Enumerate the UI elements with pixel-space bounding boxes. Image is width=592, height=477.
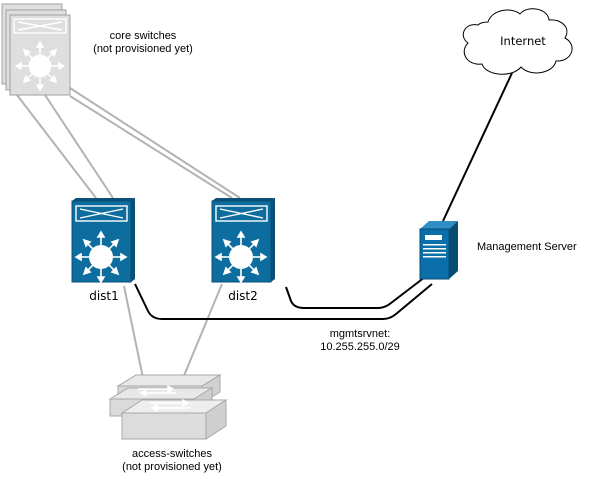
- internet-label: Internet: [500, 34, 546, 48]
- access-switches-label: access-switches (not provisioned yet): [112, 448, 232, 474]
- mgmt-network-label: mgmtsrvnet: 10.255.255.0/29: [300, 328, 420, 354]
- dist2-switch-icon: [211, 198, 275, 283]
- internet-cloud-icon: [462, 8, 573, 75]
- core-to-dist1-link: [16, 94, 114, 199]
- core-switches-label-line1: core switches: [109, 30, 177, 42]
- dist2-label: dist2: [228, 289, 258, 303]
- dist1-label: dist1: [89, 289, 119, 303]
- access-switches-label-line2: (not provisioned yet): [122, 461, 222, 473]
- internet-uplink: [442, 72, 513, 222]
- access-switches-label-line1: access-switches: [131, 448, 213, 460]
- core-switches-icon: [1, 3, 71, 96]
- mgmt-network-label-line1: mgmtsrvnet:: [329, 328, 391, 340]
- dist1-switch-icon: [71, 198, 135, 283]
- access-switches-icon: [108, 374, 228, 440]
- management-server-icon: [419, 221, 458, 280]
- core-to-dist2-link: [69, 87, 241, 199]
- mgmt-network-link: [134, 276, 433, 320]
- mgmt-network-label-line2: 10.255.255.0/29: [320, 341, 400, 353]
- dist-to-access-link: [123, 283, 223, 379]
- core-switches-label: core switches (not provisioned yet): [84, 30, 202, 56]
- core-switches-label-line2: (not provisioned yet): [93, 43, 193, 55]
- management-server-label: Management Server: [477, 241, 577, 253]
